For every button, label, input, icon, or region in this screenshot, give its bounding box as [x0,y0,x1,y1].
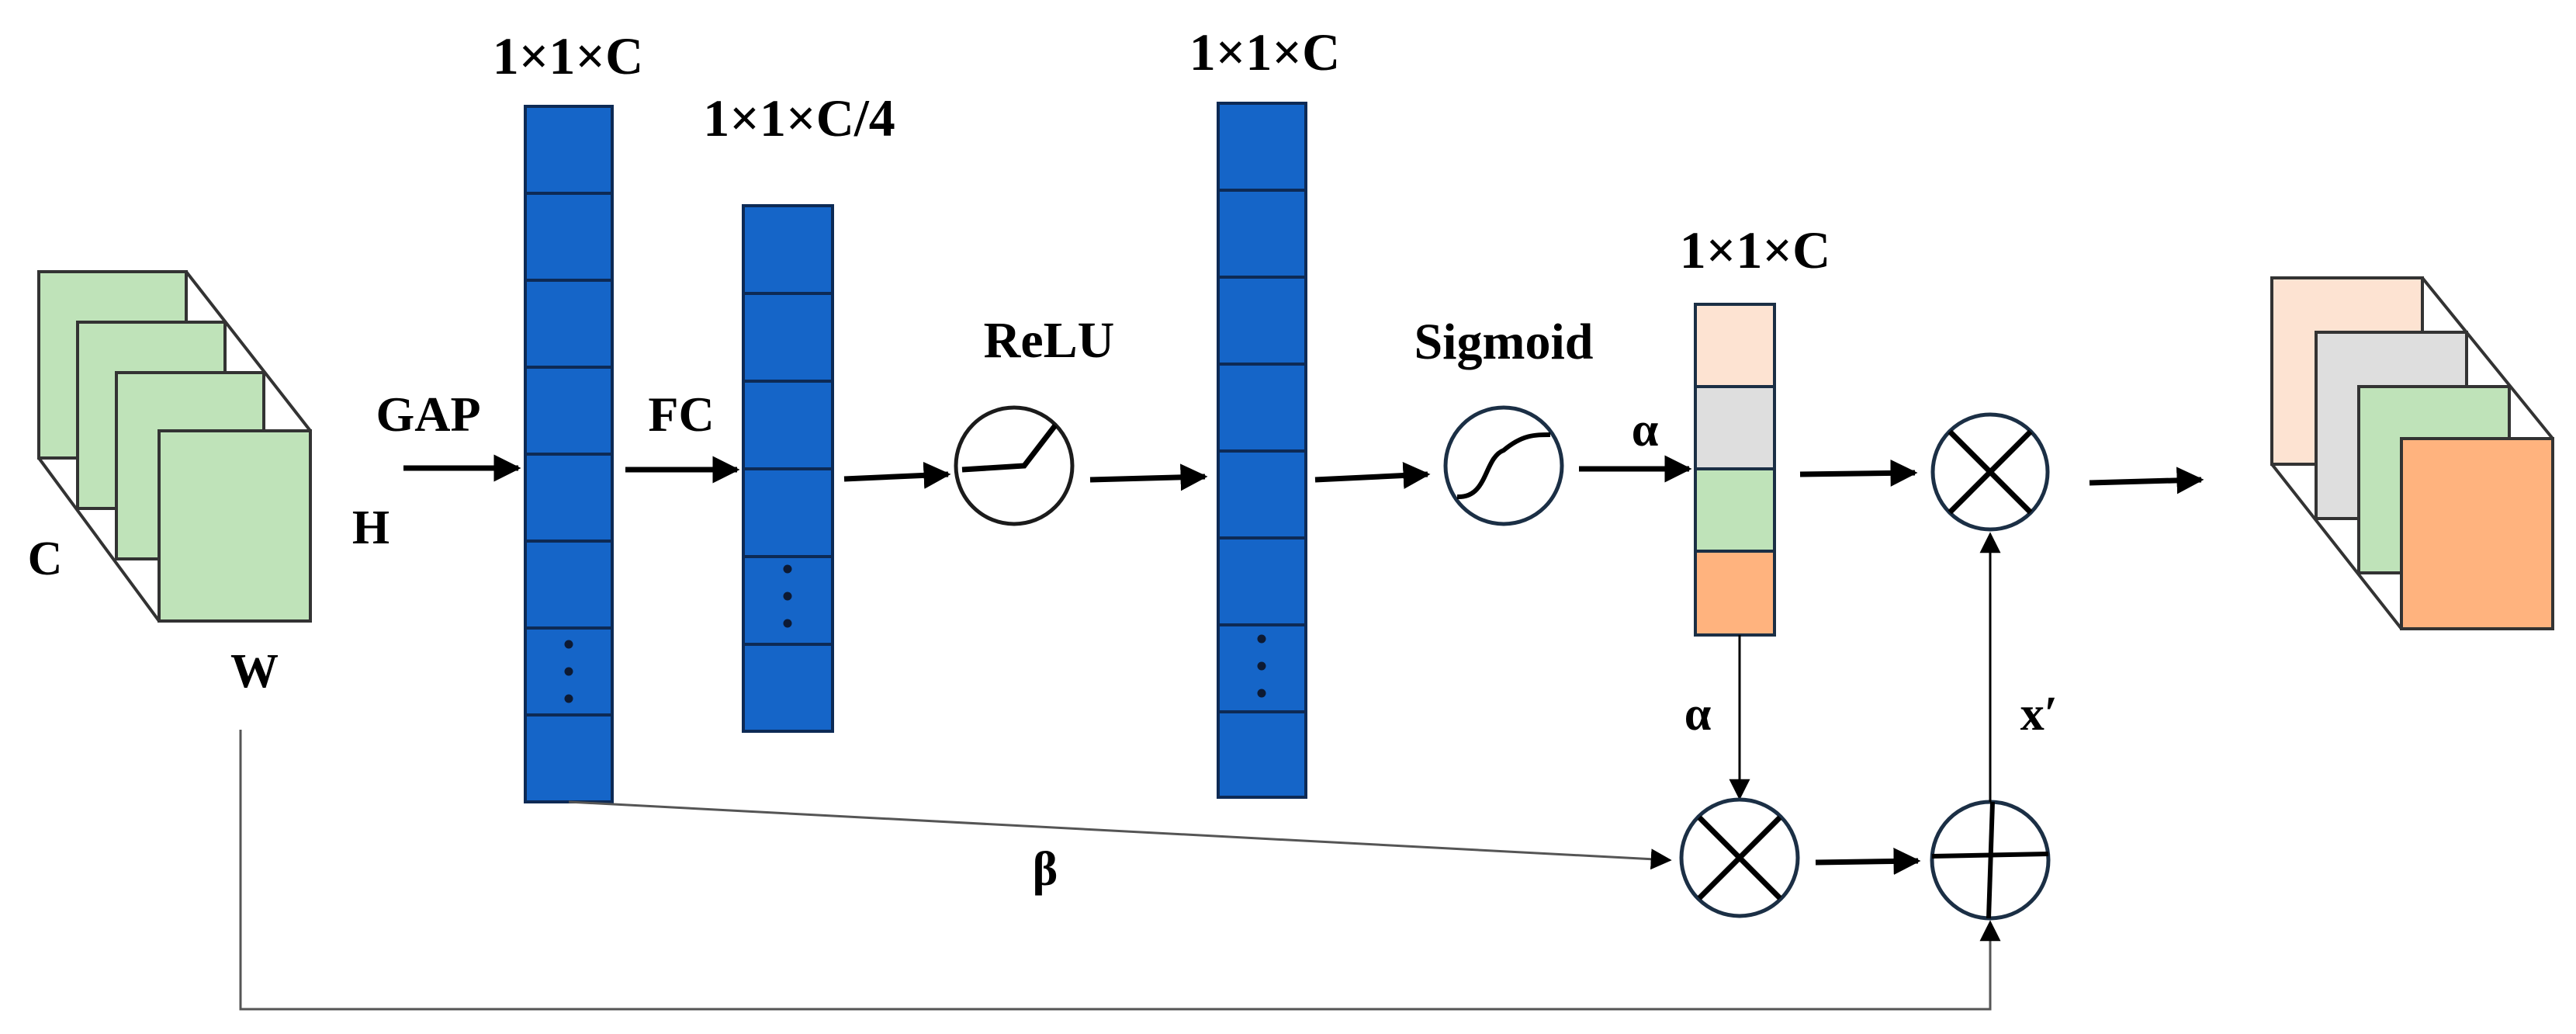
alpha-side-label: α [1684,688,1712,741]
relu-input-arrow [843,461,951,489]
gap-vector-ellipsis [564,640,573,703]
input-c-label: C [28,533,63,585]
input-w-label: W [230,645,279,698]
fc-label: FC [648,387,714,442]
fc2-vector-dim-label: 1×1×C [1189,23,1341,82]
fc-channel-vector [742,204,834,733]
output-arrow [2089,467,2204,494]
beta-label: β [1033,843,1058,896]
weight-cell-4 [1694,550,1776,637]
relu-activation-icon [954,405,1075,526]
alpha-top-label: α [1632,404,1659,456]
weight-cell-2 [1694,385,1776,470]
fc2-input-arrow [1089,463,1208,491]
input-feature-map [37,270,312,623]
gap-vector-dim-label: 1×1×C [493,26,644,85]
gap-label: GAP [376,387,480,442]
multiply-to-add-arrow [1815,847,1921,875]
sigmoid-activation-icon [1443,405,1564,526]
output-channel-4 [2400,437,2554,630]
x-prime-label: x′ [2020,688,2058,741]
input-h-label: H [352,501,390,554]
weight-to-multiply-arrow [1799,459,1918,487]
relu-label: ReLU [984,312,1115,369]
fc2-channel-vector [1217,102,1307,799]
input-channel-4 [158,429,312,623]
weight-cell-1 [1694,303,1776,388]
sigmoid-label: Sigmoid [1414,314,1593,370]
skip-connection-arrow [239,730,2001,1011]
fc2-vector-ellipsis [1257,634,1266,698]
fc-vector-ellipsis [783,564,792,628]
add-operator-icon [1930,800,2051,921]
attention-weight-vector [1694,303,1776,637]
sigmoid-input-arrow [1314,462,1431,489]
alpha-vector-dim-label: 1×1×C [1680,220,1831,279]
multiply-operator-icon [1679,797,1800,918]
output-feature-map [2270,276,2554,630]
beta-arrow [568,800,1672,870]
fc-vector-dim-label: 1×1×C/4 [703,88,895,147]
multiply-operator-icon [1930,412,2050,532]
weight-cell-3 [1694,467,1776,553]
